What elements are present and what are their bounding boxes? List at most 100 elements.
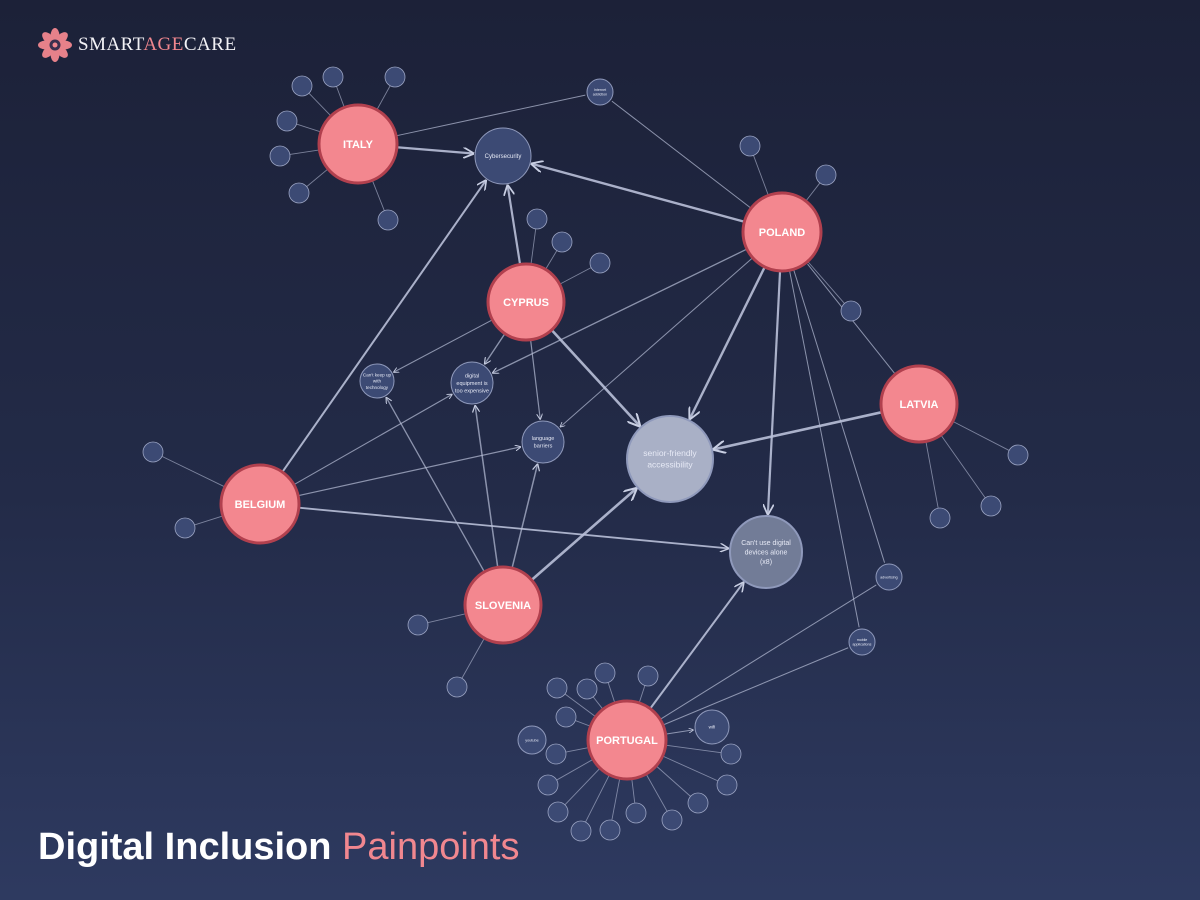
leaf-node-italy-2[interactable]	[384, 66, 406, 88]
issue-node-youtube[interactable]: youtube	[517, 725, 547, 755]
edge-italy-cybersecurity	[396, 146, 473, 153]
country-label: CYPRUS	[503, 297, 549, 309]
edge-cyprus-language	[529, 339, 541, 419]
country-node-italy[interactable]: ITALY	[317, 103, 399, 185]
logo: SMARTAGECARE	[38, 28, 237, 62]
leaf-edge-cyprus-2	[559, 267, 592, 285]
leaf-edge-portugal-12	[655, 765, 691, 797]
leaf-edge-latvia-1	[940, 434, 986, 499]
leaf-node-portugal-8[interactable]	[570, 820, 592, 842]
edge-italy-internet	[396, 94, 586, 137]
leaf-node-belgium-1[interactable]	[174, 517, 196, 539]
issue-node-cybersecurity[interactable]: Cybersecurity	[474, 127, 532, 185]
country-circle	[219, 463, 301, 545]
leaf-node-portugal-7[interactable]	[547, 801, 569, 823]
edge-poland-mobileapps	[788, 270, 860, 628]
issue-node-advertising[interactable]: advertising	[875, 563, 903, 591]
country-circle	[879, 364, 959, 444]
leaf-node-cyprus-1[interactable]	[551, 231, 573, 253]
country-node-cyprus[interactable]: CYPRUS	[486, 262, 566, 342]
lotus-logo-icon	[38, 28, 72, 62]
leaf-edge-belgium-0	[161, 455, 226, 488]
leaf-node-portugal-10[interactable]	[625, 802, 647, 824]
leaf-node-italy-4[interactable]	[269, 145, 291, 167]
issue-label: accessibility	[647, 460, 693, 470]
leaf-node-slovenia-1[interactable]	[446, 676, 468, 698]
leaf-node-poland-1[interactable]	[815, 164, 837, 186]
leaf-node-portugal-9[interactable]	[599, 819, 621, 841]
country-node-portugal[interactable]: PORTUGAL	[586, 699, 668, 781]
edge-belgium-cybersecurity	[281, 181, 485, 473]
edge-belgium-language	[297, 447, 520, 497]
leaf-edge-portugal-6	[556, 758, 594, 781]
country-label: BELGIUM	[235, 499, 286, 511]
country-node-poland[interactable]: POLAND	[741, 191, 823, 273]
edge-slovenia-senior	[530, 489, 637, 581]
leaf-node-portugal-11[interactable]	[661, 809, 683, 831]
title-accent: Painpoints	[342, 826, 520, 868]
edge-poland-internet	[611, 100, 752, 209]
leaf-edge-italy-2	[376, 85, 391, 111]
leaf-node-slovenia-0[interactable]	[407, 614, 429, 636]
leaf-node-portugal-6[interactable]	[537, 774, 559, 796]
leaf-node-portugal-4[interactable]	[555, 706, 577, 728]
country-circle	[317, 103, 399, 185]
issue-label: Can't use digital	[741, 540, 791, 547]
leaf-node-cyprus-2[interactable]	[589, 252, 611, 274]
leaf-edge-italy-5	[306, 168, 329, 187]
leaf-node-poland-0[interactable]	[739, 135, 761, 157]
country-node-slovenia[interactable]: SLOVENIA	[463, 565, 543, 645]
leaf-edge-portugal-7	[564, 767, 601, 806]
issue-label: with	[373, 379, 382, 384]
leaf-node-portugal-12[interactable]	[687, 792, 709, 814]
leaf-node-latvia-2[interactable]	[929, 507, 951, 529]
leaf-edge-poland-1	[805, 182, 821, 202]
leaf-edge-portugal-8	[585, 774, 610, 823]
issue-label: barriers	[534, 444, 553, 450]
leaf-node-cyprus-0[interactable]	[526, 208, 548, 230]
issue-label: Cybersecurity	[485, 154, 522, 160]
country-node-belgium[interactable]: BELGIUM	[219, 463, 301, 545]
leaf-node-portugal-2[interactable]	[594, 662, 616, 684]
edge-latvia-senior	[714, 410, 883, 449]
issue-label: mobile	[857, 638, 868, 642]
leaf-edge-cyprus-1	[545, 250, 558, 270]
leaf-node-portugal-0[interactable]	[546, 677, 568, 699]
issue-circle	[875, 563, 903, 591]
issue-circle	[517, 725, 547, 755]
leaf-node-portugal-13[interactable]	[716, 774, 738, 796]
leaf-node-portugal-5[interactable]	[545, 743, 567, 765]
leaf-node-latvia-1[interactable]	[980, 495, 1002, 517]
edge-slovenia-expensive	[475, 406, 499, 568]
leaf-edge-belgium-1	[194, 515, 223, 526]
country-node-latvia[interactable]: LATVIA	[879, 364, 959, 444]
country-label: PORTUGAL	[596, 735, 658, 747]
page-title: Digital Inclusion Painpoints	[38, 826, 520, 869]
edge-slovenia-keepup	[386, 398, 485, 573]
leaf-edge-poland-0	[753, 155, 769, 196]
leaf-node-italy-0[interactable]	[291, 75, 313, 97]
leaf-node-italy-1[interactable]	[322, 66, 344, 88]
leaf-node-latvia-0[interactable]	[1007, 444, 1029, 466]
leaf-node-belgium-0[interactable]	[142, 441, 164, 463]
leaf-node-portugal-3[interactable]	[637, 665, 659, 687]
leaf-node-portugal-1[interactable]	[576, 678, 598, 700]
issue-node-wifi[interactable]: wifi	[694, 709, 730, 745]
issue-label: technology	[366, 385, 389, 390]
edge-portugal-advertising	[659, 584, 877, 720]
leaf-edge-italy-1	[336, 86, 345, 108]
leaf-node-italy-6[interactable]	[377, 209, 399, 231]
leaf-node-italy-3[interactable]	[276, 110, 298, 132]
leaf-node-italy-5[interactable]	[288, 182, 310, 204]
leaf-node-poland-2[interactable]	[840, 300, 862, 322]
leaf-node-portugal-14[interactable]	[720, 743, 742, 765]
edge-cyprus-expensive	[485, 333, 506, 364]
